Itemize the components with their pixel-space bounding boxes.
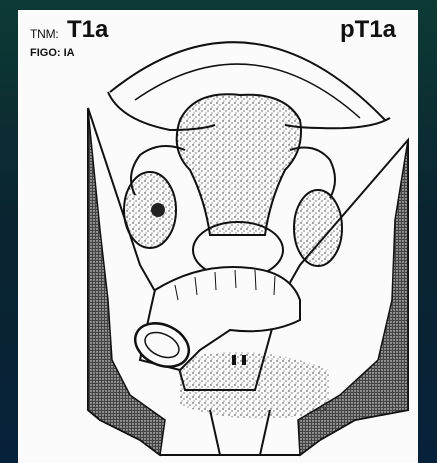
right-ovary [294, 190, 342, 266]
ureter-stub-right [242, 355, 246, 365]
left-pelvic-wall [88, 110, 165, 455]
ureter-stub-left [232, 355, 236, 365]
left-ovary-follicle [151, 203, 165, 217]
left-ovary [124, 172, 176, 248]
rectal-floor [180, 352, 330, 419]
uterus [177, 94, 301, 235]
